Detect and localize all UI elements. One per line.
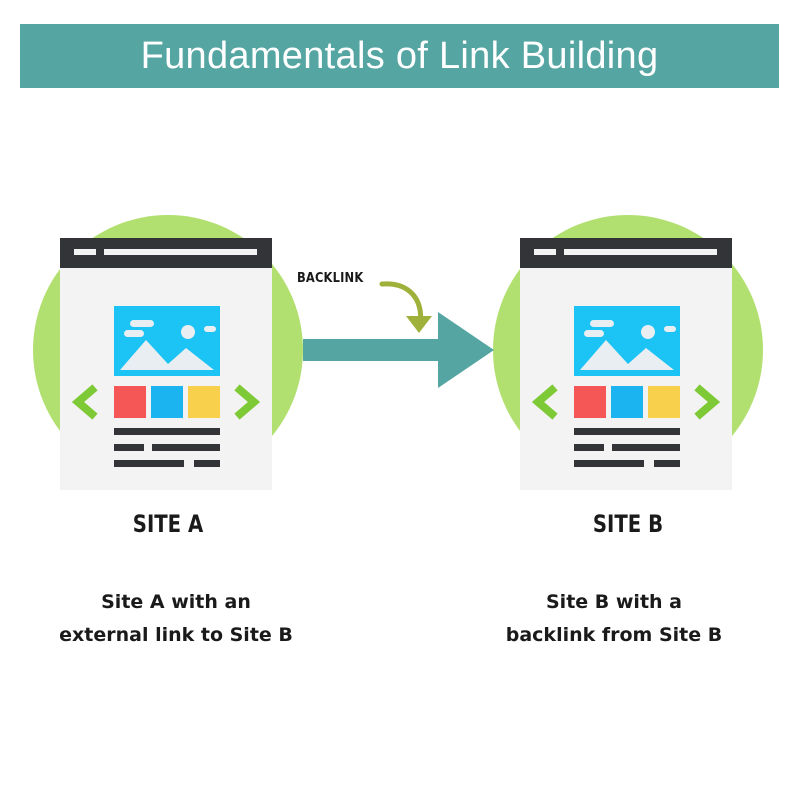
site-a-browser-icon bbox=[33, 215, 303, 490]
link-arrow-group bbox=[303, 281, 494, 388]
site-b-label: SITE B bbox=[592, 510, 664, 538]
site-b-description-line: Site B with a bbox=[546, 591, 682, 613]
chevron-right-icon bbox=[694, 384, 721, 420]
blue-tile bbox=[151, 386, 183, 418]
chevron-right-icon bbox=[234, 384, 261, 420]
site-a-description-line: Site A with an bbox=[101, 591, 251, 613]
site-a-description-line: external link to Site B bbox=[59, 624, 293, 646]
red-tile bbox=[574, 386, 606, 418]
site-b-browser-icon bbox=[493, 215, 763, 490]
title-bar: Fundamentals of Link Building bbox=[20, 24, 779, 88]
chevron-left-icon bbox=[71, 384, 98, 420]
yellow-tile bbox=[648, 386, 680, 418]
arrow-shaft bbox=[303, 339, 445, 361]
right-arrow-icon bbox=[438, 312, 494, 388]
site-b-description: Site B with a backlink from Site B bbox=[444, 586, 784, 652]
backlink-label: BACKLINK bbox=[297, 270, 364, 286]
yellow-tile bbox=[188, 386, 220, 418]
site-a-label: SITE A bbox=[132, 510, 204, 538]
chevron-left-icon bbox=[531, 384, 558, 420]
red-tile bbox=[114, 386, 146, 418]
site-a-description: Site A with an external link to Site B bbox=[6, 586, 346, 652]
page-title: Fundamentals of Link Building bbox=[140, 34, 659, 77]
site-b-description-line: backlink from Site B bbox=[505, 624, 723, 646]
blue-tile bbox=[611, 386, 643, 418]
